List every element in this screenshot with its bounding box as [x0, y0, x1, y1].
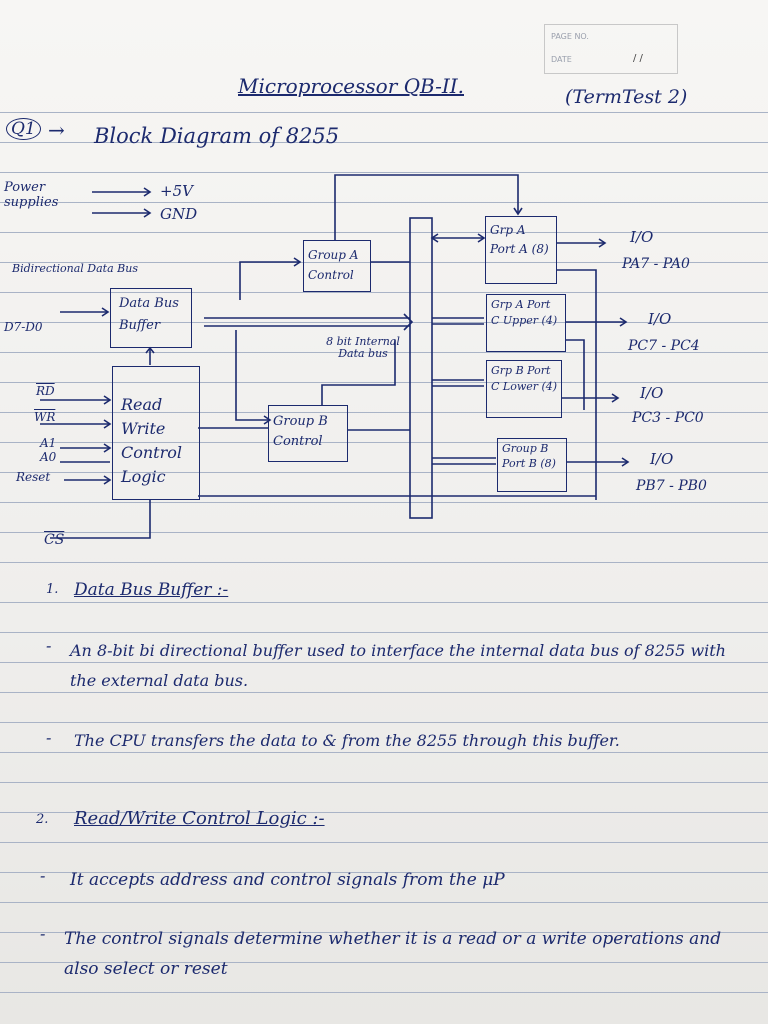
question-arrow: → — [48, 118, 65, 142]
io-pins-pb: PB7 - PB0 — [636, 478, 707, 494]
port-c-upper-block: Grp A Port C Upper (4) — [486, 294, 566, 352]
d7-d0-label: D7-D0 — [4, 320, 43, 334]
page-date-box: PAGE NO. DATE / / — [544, 24, 678, 74]
page-no-label: PAGE NO. — [551, 32, 589, 41]
port-c-upper-label: Grp A Port C Upper (4) — [491, 298, 558, 327]
section-2-heading: Read/Write Control Logic :- — [74, 808, 325, 829]
vcc-label: +5V — [160, 182, 193, 200]
port-b-block: Group B Port B (8) — [497, 438, 567, 492]
bullet-dash: - — [46, 636, 52, 655]
io-label-pb: I/O — [650, 450, 674, 468]
port-a-label: Grp A Port A (8) — [490, 223, 549, 256]
group-b-control-block: Group B Control — [268, 405, 348, 462]
port-b-label: Group B Port B (8) — [502, 442, 556, 470]
port-c-lower-label: Grp B Port C Lower (4) — [491, 364, 558, 393]
bidir-bus-label: Bidirectional Data Bus — [12, 262, 138, 275]
block-diagram-wires — [40, 174, 630, 539]
section-1-point-2: The CPU transfers the data to & from the… — [74, 731, 620, 750]
date-label: DATE — [551, 55, 572, 64]
signal-cs: CS — [44, 532, 65, 548]
rw-control-logic-label: Read Write Control Logic — [121, 395, 183, 486]
group-a-control-label: Group A Control — [308, 248, 359, 282]
section-2-point-2: The control signals determine whether it… — [64, 929, 722, 979]
signal-rd: RD — [36, 384, 55, 398]
io-pins-pcu: PC7 - PC4 — [628, 338, 700, 354]
section-2-number: 2. — [36, 812, 49, 827]
data-bus-buffer-block: Data Bus Buffer — [110, 288, 192, 348]
section-2-point-1: It accepts address and control signals f… — [70, 870, 505, 890]
bullet-dash: - — [40, 924, 46, 943]
question-number: Q1 — [6, 118, 41, 140]
rw-control-logic-block: Read Write Control Logic — [112, 366, 200, 500]
gnd-label: GND — [160, 205, 198, 223]
page-subtitle: (TermTest 2) — [565, 86, 688, 108]
io-pins-pcl: PC3 - PC0 — [632, 410, 704, 426]
data-bus-buffer-label: Data Bus Buffer — [119, 296, 179, 333]
bullet-dash: - — [46, 728, 52, 747]
io-pins-pa: PA7 - PA0 — [622, 256, 690, 272]
io-label-pcl: I/O — [640, 384, 664, 402]
group-a-control-block: Group A Control — [303, 240, 371, 292]
section-1-heading: Data Bus Buffer :- — [74, 580, 229, 600]
page-title: Microprocessor QB-II. — [238, 74, 464, 98]
power-supplies-label: Power supplies — [4, 180, 59, 210]
signal-wr: WR — [34, 410, 56, 424]
internal-bus-label: 8 bit Internal Data bus — [326, 335, 400, 360]
signal-reset: Reset — [16, 470, 51, 484]
port-a-block: Grp A Port A (8) — [485, 216, 557, 284]
group-b-control-label: Group B Control — [273, 414, 328, 449]
signal-a0: A0 — [40, 450, 57, 464]
signal-a1: A1 — [40, 436, 57, 450]
section-1-number: 1. — [46, 582, 59, 597]
date-value: / / — [633, 53, 643, 64]
port-c-lower-block: Grp B Port C Lower (4) — [486, 360, 562, 418]
question-text: Block Diagram of 8255 — [94, 124, 340, 148]
section-1-point-1: An 8-bit bi directional buffer used to i… — [70, 641, 726, 690]
bullet-dash: - — [40, 866, 46, 885]
io-label-pcu: I/O — [648, 310, 672, 328]
io-label-pa: I/O — [630, 228, 654, 246]
